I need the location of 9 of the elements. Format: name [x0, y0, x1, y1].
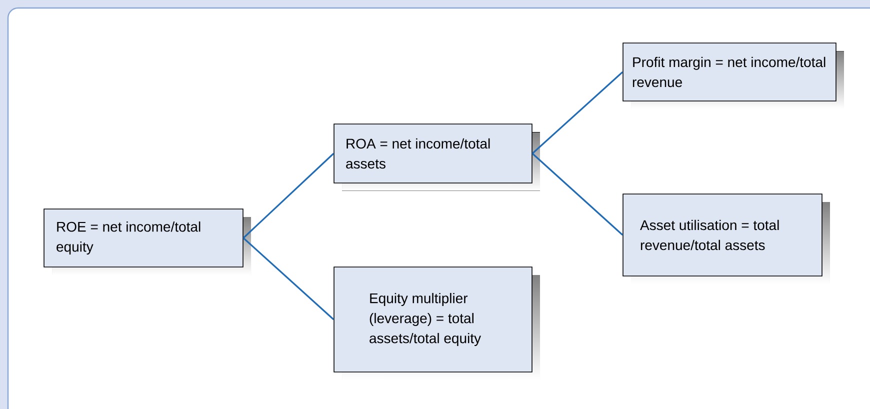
- connector-line: [242, 237, 334, 320]
- connector-line: [242, 152, 334, 239]
- formula-box: ROE = net income/total equity: [44, 208, 244, 268]
- formula-box: ROA = net income/total assets: [334, 124, 532, 184]
- formula-box: Asset utilisation = total revenue/total assets: [622, 194, 822, 276]
- formula-box: Equity multiplier (leverage) = total assets/total equity: [334, 266, 532, 372]
- connector-line: [532, 71, 624, 154]
- connector-line: [532, 152, 624, 236]
- formula-box: Profit margin = net income/total revenue: [622, 42, 836, 102]
